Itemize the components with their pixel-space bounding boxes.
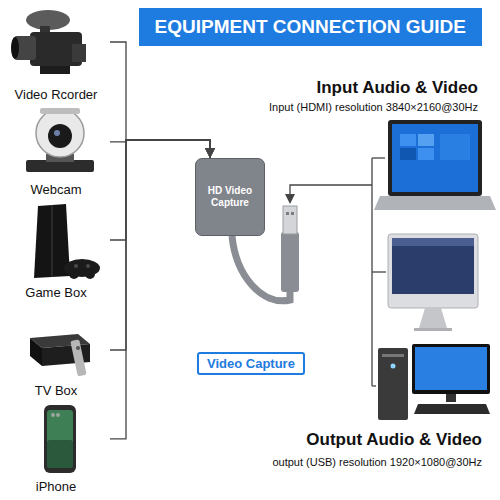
- caption-tag-box: Video Capture: [197, 352, 305, 375]
- output-bracket-line-part: [372, 157, 385, 158]
- connector-line: [110, 140, 210, 158]
- section-heading: Input Audio & Video: [317, 78, 478, 98]
- tv-box-picture: [30, 334, 90, 376]
- desktop-monitor-picture-part: [388, 234, 478, 308]
- laptop-picture-part: [400, 148, 416, 160]
- device-label-box: iPhone: [2, 402, 110, 494]
- game-console-picture-part: [85, 269, 95, 279]
- camcorder-picture-part: [11, 37, 19, 59]
- laptop-picture-part: [440, 134, 470, 160]
- webcam-picture-part: [40, 108, 80, 114]
- laptop-picture-part: [418, 148, 434, 160]
- phone-picture-part: [51, 413, 55, 417]
- device-label-box: Webcam: [2, 105, 110, 197]
- output-bracket-line-part: [372, 271, 386, 272]
- desktop-pc-picture-part: [378, 348, 408, 420]
- desktop-pc-picture-part: [446, 394, 456, 402]
- laptop-picture-part: [388, 120, 482, 196]
- webcam-picture-part: [54, 130, 60, 136]
- game-console-picture-part: [74, 264, 78, 268]
- phone-picture-part: [44, 405, 76, 473]
- node-text: iPhone: [36, 479, 76, 494]
- laptop-picture-part: [400, 134, 416, 146]
- node-text: Video Capture: [207, 356, 295, 371]
- game-console-picture: [34, 204, 100, 279]
- desktop-pc-picture-part: [412, 344, 490, 394]
- laptop-picture-part: [374, 196, 496, 210]
- desktop-monitor-picture: [388, 234, 478, 331]
- webcam-picture-part: [48, 124, 72, 148]
- phone-picture-part: [47, 410, 73, 468]
- desktop-pc-picture: [378, 344, 490, 420]
- usb-cable-picture-part: [286, 212, 289, 215]
- title-banner: EQUIPMENT CONNECTION GUIDE: [139, 8, 482, 46]
- webcam-picture: [26, 108, 94, 172]
- node-text: HD Video Capture: [200, 185, 260, 209]
- webcam-picture-part: [36, 109, 84, 157]
- phone-picture: [44, 405, 76, 473]
- phone-picture-part: [56, 413, 60, 417]
- usb-cable-picture-part: [281, 232, 299, 292]
- desktop-pc-picture-part: [414, 404, 490, 414]
- tv-box-picture-part: [76, 346, 80, 350]
- desktop-monitor-picture-part: [392, 238, 474, 294]
- desktop-pc-picture-part: [415, 347, 487, 390]
- camcorder-picture: [11, 10, 86, 74]
- game-console-picture-part: [86, 264, 90, 268]
- desktop-monitor-picture-part: [392, 238, 474, 246]
- camcorder-picture-part: [40, 66, 70, 74]
- section-heading: Output Audio & Video: [306, 430, 482, 450]
- desktop-monitor-picture-part: [414, 328, 452, 331]
- output-bracket-line-part: [372, 385, 376, 386]
- device-label-box: TV Box: [2, 318, 110, 398]
- usb-cable-picture-part: [291, 212, 294, 215]
- output-bracket-line-part: [285, 194, 295, 204]
- node-text: Webcam: [30, 182, 81, 197]
- device-label-box: Game Box: [2, 200, 110, 300]
- spec-note: Input (HDMI) resolution 3840×2160@30Hz: [269, 101, 478, 113]
- tv-box-picture-part: [30, 338, 42, 366]
- output-bracket-line-part: [290, 185, 372, 196]
- phone-picture-part: [47, 440, 73, 468]
- spec-note: output (USB) resolution 1920×1080@30Hz: [272, 456, 482, 468]
- laptop-picture-part: [392, 124, 478, 192]
- laptop-picture: [374, 120, 496, 210]
- desktop-pc-picture-part: [391, 364, 396, 369]
- node-text: TV Box: [35, 383, 78, 398]
- desktop-monitor-picture-part: [419, 308, 447, 328]
- game-console-picture-part: [51, 205, 52, 277]
- device-label-box: Video Rcorder: [2, 2, 110, 102]
- capture-device-body: HD Video Capture: [195, 158, 265, 236]
- node-text: Video Rcorder: [15, 87, 98, 102]
- node-text: Game Box: [25, 285, 86, 300]
- tv-box-picture-part: [70, 339, 86, 376]
- game-console-picture-part: [69, 269, 79, 279]
- title-text: EQUIPMENT CONNECTION GUIDE: [155, 16, 466, 38]
- usb-cable-picture-part: [283, 206, 297, 234]
- camcorder-picture-part: [72, 44, 86, 62]
- laptop-picture-part: [418, 134, 434, 146]
- desktop-pc-picture-part: [382, 354, 404, 357]
